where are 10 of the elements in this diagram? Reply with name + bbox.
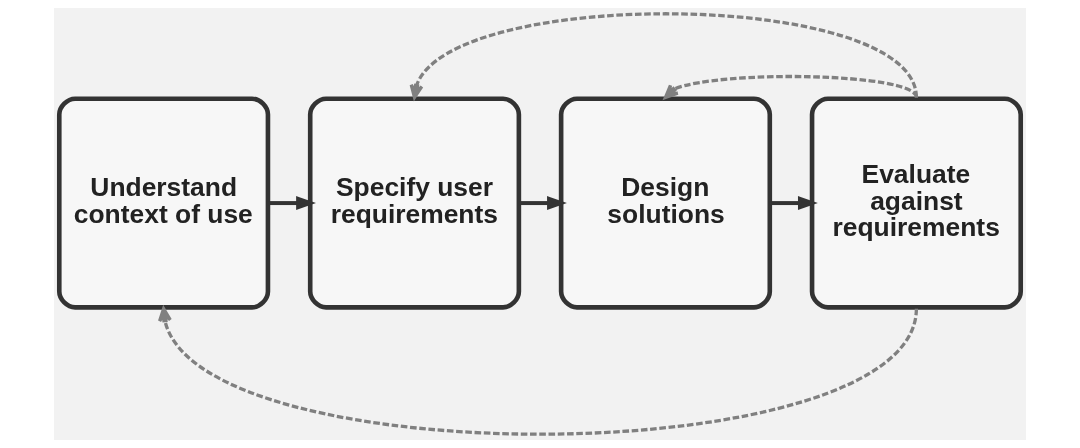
arrow [769, 196, 818, 211]
node-box: Evaluate against requirements [809, 96, 1024, 310]
arrow [268, 196, 316, 211]
arrow [519, 196, 567, 211]
arrow [409, 12, 918, 100]
node-box: Understand context of use [56, 96, 271, 310]
arrow [663, 74, 918, 100]
node-box: Design solutions [558, 96, 773, 310]
node-box: Specify user requirements [307, 96, 522, 310]
arrow [157, 307, 918, 436]
